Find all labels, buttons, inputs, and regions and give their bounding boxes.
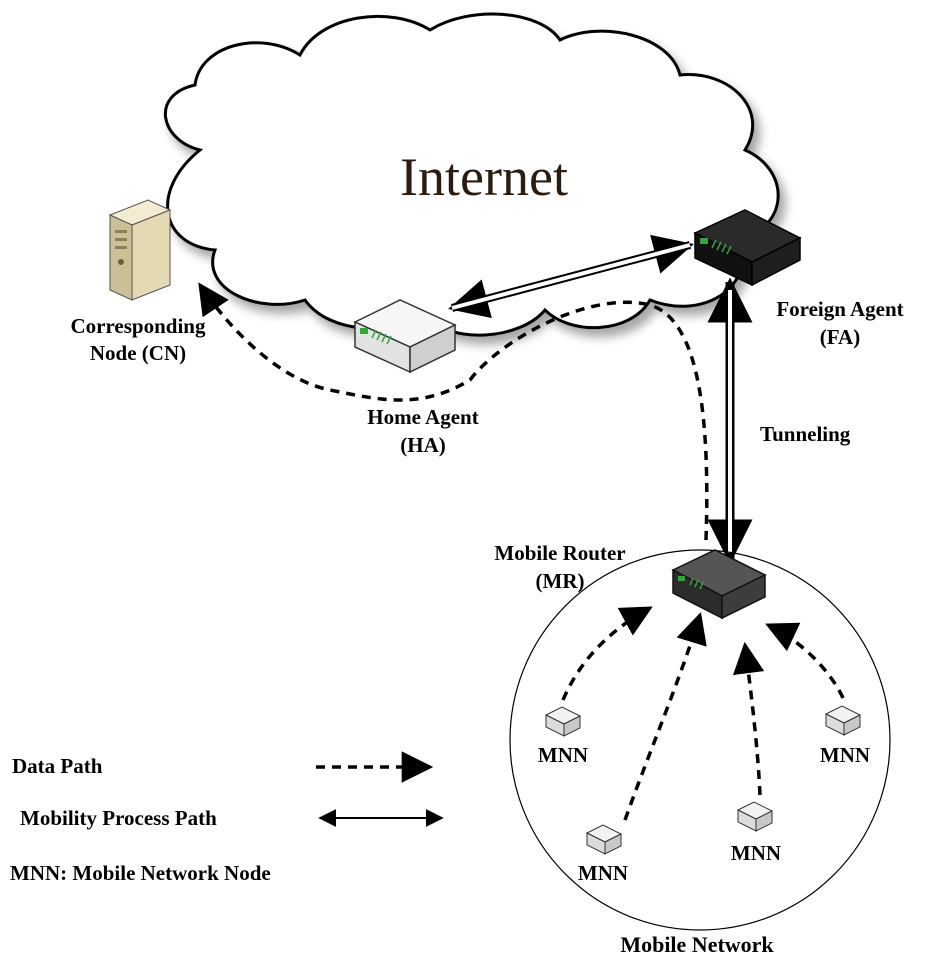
mnn-node-icon: [824, 705, 862, 736]
mr-label-line1: Mobile Router: [494, 541, 625, 565]
cn-label-line2: Node (CN): [90, 341, 186, 365]
ha-label-line1: Home Agent: [367, 405, 478, 429]
mr-label-line2: (MR): [536, 569, 585, 593]
data-path-mr-to-cn: [198, 282, 709, 541]
internet-cloud: Internet: [164, 12, 780, 337]
legend-mnn-definition: MNN: Mobile Network Node: [10, 861, 271, 885]
mobile-router-icon: [671, 549, 767, 620]
home-agent-router-icon: [353, 299, 457, 374]
fa-label-line2: (FA): [820, 325, 860, 349]
mnn-label: MNN: [820, 743, 870, 767]
data-path-mnn-to-mr: [561, 606, 653, 701]
mnn-node-icon: [736, 801, 774, 832]
data-path-mnn-to-mr: [623, 611, 707, 821]
mnn-label: MNN: [731, 841, 781, 865]
tunneling-label: Tunneling: [760, 422, 851, 446]
foreign-agent-router-icon: [693, 209, 802, 287]
mnn-node-icon: [544, 706, 582, 737]
legend: Data Path Mobility Process Path MNN: Mob…: [10, 751, 444, 885]
mnn-label: MNN: [538, 743, 588, 767]
server-icon: [108, 199, 172, 301]
cn-label-line1: Corresponding: [71, 314, 206, 338]
legend-data-path-label: Data Path: [12, 754, 103, 778]
mnn-label: MNN: [578, 861, 628, 885]
legend-mobility-path-label: Mobility Process Path: [20, 806, 217, 830]
data-path-mnn-to-mr: [765, 622, 845, 699]
fa-label-line1: Foreign Agent: [776, 297, 903, 321]
mobile-network-label: Mobile Network: [620, 932, 774, 957]
mobile-network-boundary: [509, 549, 891, 931]
mnn-node-icon: [585, 824, 623, 855]
ha-fa-mobility-link: [448, 234, 694, 319]
internet-label: Internet: [400, 147, 568, 207]
ha-label-line2: (HA): [400, 433, 446, 457]
data-path-mnn-to-mr: [732, 641, 765, 796]
